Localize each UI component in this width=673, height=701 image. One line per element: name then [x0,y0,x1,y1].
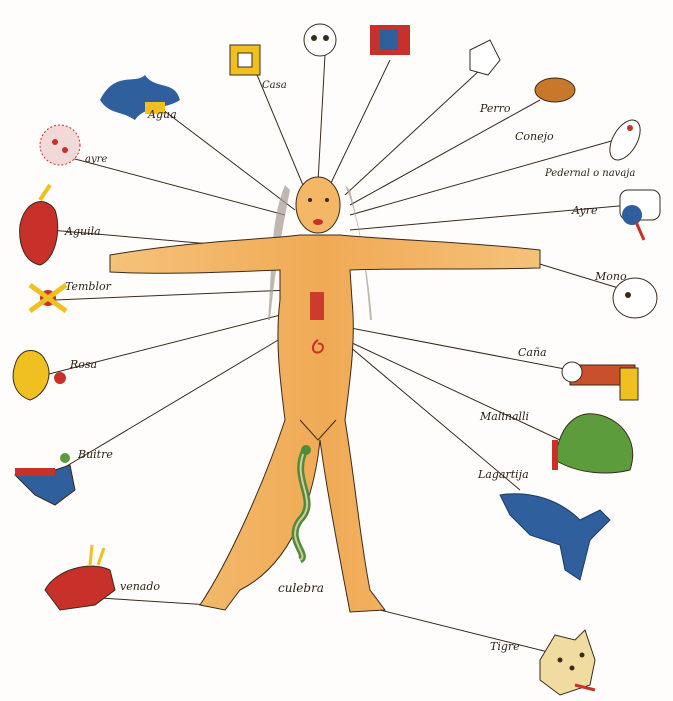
movement-glyph-icon [30,285,66,311]
rabbit-glyph-icon [535,78,575,102]
eagle-head-icon [620,190,660,240]
label-mono: Mono [594,270,627,283]
deer-glyph-icon [45,545,115,610]
vulture-glyph-icon [15,453,75,505]
label-tigre: Tigre [490,640,520,653]
label-lagartija: Lagartija [477,468,529,481]
label-buitre: Buitre [77,448,113,461]
label-ayre: Ayre [571,204,598,217]
label-ayre-left: ayre [85,154,107,165]
grass-glyph-icon [552,414,633,473]
eagle-glyph-icon [20,185,58,265]
house-glyph-icon [230,45,260,75]
label-aguila: Aguila [64,225,101,238]
dog-glyph-icon [470,40,500,75]
label-perro: Perro [479,102,511,115]
label-pedernal: Pedernal o navaja [544,168,635,179]
monkey-glyph-icon [613,278,657,318]
label-venado: venado [120,580,160,593]
rain-glyph-icon [40,125,80,165]
reed-glyph-icon [562,362,638,400]
label-rosa: Rosa [69,358,97,371]
label-casa: Casa [262,80,287,91]
flint-knife-icon [604,115,647,165]
label-agua: Agua [147,108,177,121]
wind-glyph-icon [370,25,410,55]
skull-glyph-icon [304,24,336,56]
label-malinalli: Malinalli [479,410,529,423]
lizard-glyph-icon [500,494,610,580]
label-temblor: Temblor [65,280,112,293]
flower-glyph-icon [13,350,66,400]
label-cana: Caña [518,346,547,359]
human-figure [110,177,540,612]
label-culebra: culebra [278,581,324,595]
jaguar-glyph-icon [540,630,595,695]
label-conejo: Conejo [515,130,554,143]
